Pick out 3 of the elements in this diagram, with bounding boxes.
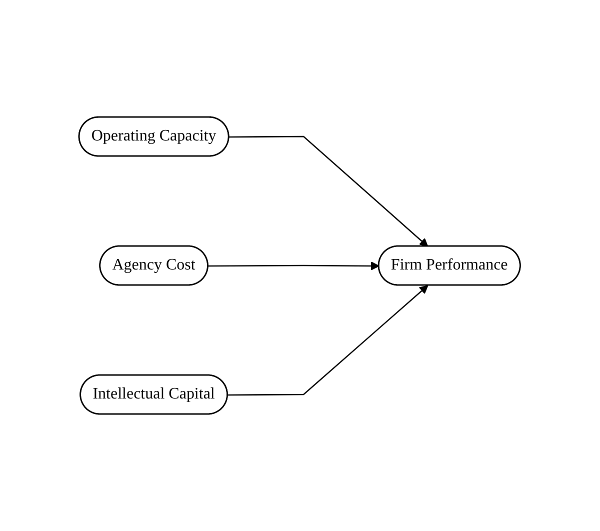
arrow	[208, 262, 380, 270]
arrow	[228, 285, 429, 396]
arrow	[229, 136, 429, 247]
